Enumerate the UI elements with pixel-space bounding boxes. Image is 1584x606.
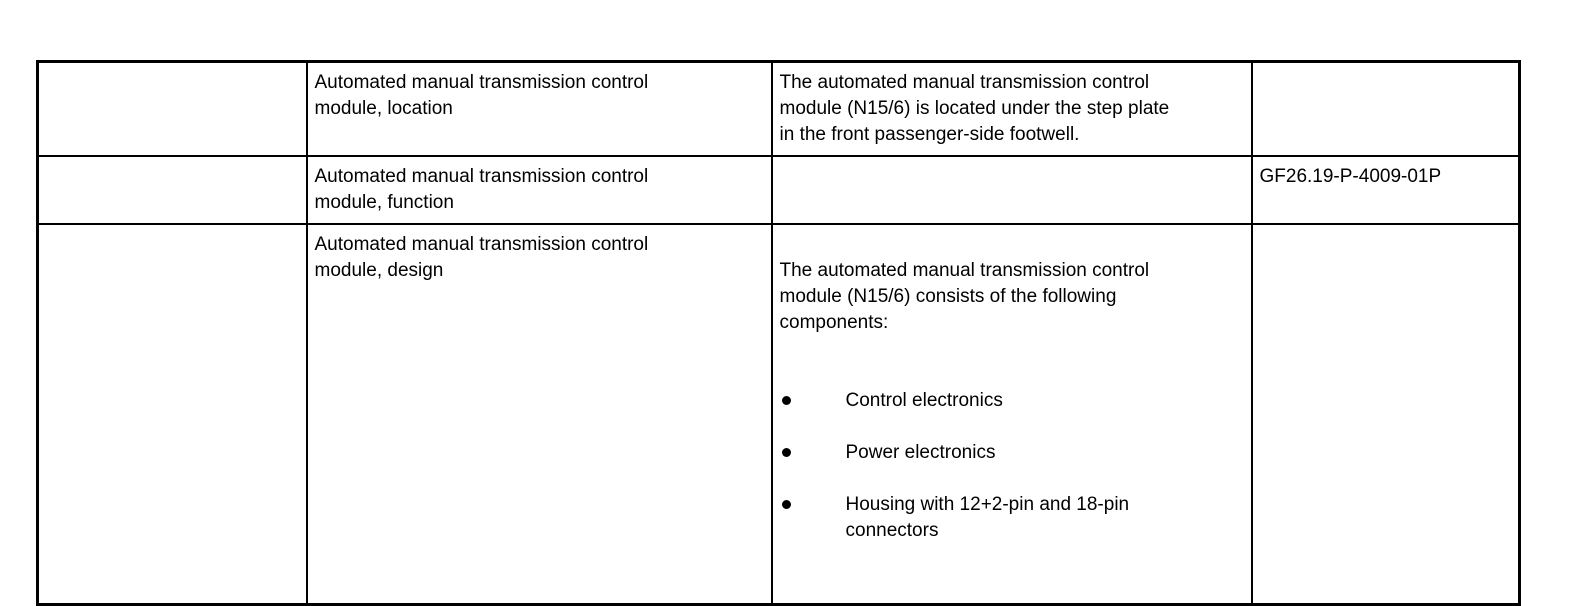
category-cell [36, 60, 308, 157]
description-cell: The automated manual transmission contro… [770, 60, 1253, 157]
description-cell [770, 155, 1253, 225]
spec-table: Automated manual transmission control mo… [36, 60, 1521, 606]
table-row: Automated manual transmission control mo… [36, 223, 1521, 606]
bullet-item-label: Power electronics [845, 442, 996, 463]
description-intro: The automated manual transmission contro… [779, 260, 1150, 333]
document-page: Automated manual transmission control mo… [36, 60, 1521, 606]
category-cell [36, 155, 308, 225]
reference-cell [1250, 223, 1521, 606]
bullet-icon [781, 396, 791, 405]
bullet-item: Control electronics [780, 388, 1245, 414]
reference-cell [1250, 60, 1521, 157]
reference-cell: GF26.19-P-4009-01P [1250, 155, 1521, 225]
category-cell [36, 223, 308, 606]
table-row: Automated manual transmission control mo… [36, 60, 1521, 157]
topic-cell: Automated manual transmission control mo… [305, 223, 773, 606]
bullet-icon [781, 448, 791, 457]
bullet-item-label: Housing with 12+2-pin and 18-pin connect… [845, 494, 1130, 541]
bullet-item: Housing with 12+2-pin and 18-pin connect… [780, 492, 1245, 544]
bullet-item-label: Control electronics [845, 390, 1003, 411]
bullet-icon [781, 500, 791, 509]
bullet-item: Power electronics [780, 440, 1245, 466]
topic-cell: Automated manual transmission control mo… [305, 155, 773, 225]
description-cell: The automated manual transmission contro… [770, 223, 1253, 606]
bullet-list: Control electronics Power electronics Ho… [780, 362, 1245, 570]
topic-cell: Automated manual transmission control mo… [305, 60, 773, 157]
table-row: Automated manual transmission control mo… [36, 155, 1521, 225]
